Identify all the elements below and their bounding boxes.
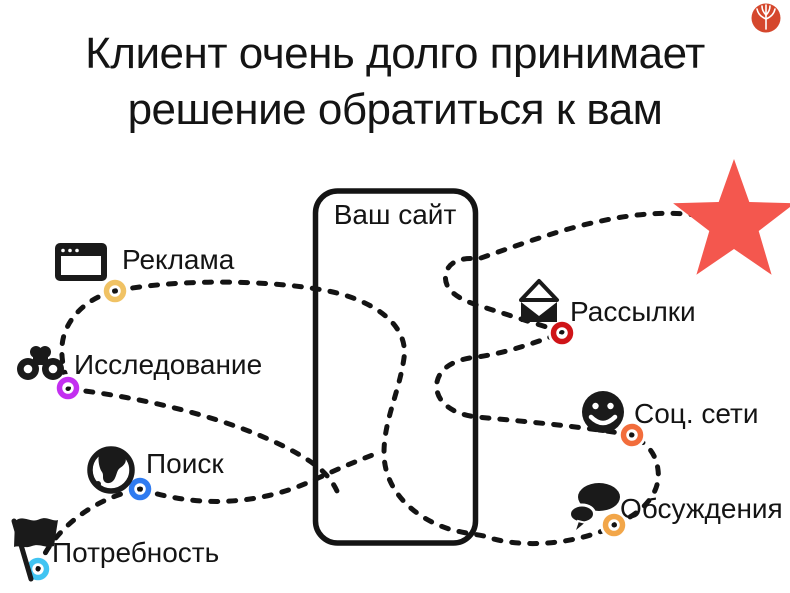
site-box-label: Ваш сайт (334, 199, 457, 230)
slide-title: Клиент очень долго принимает решение обр… (0, 26, 790, 139)
waypoint-dot-ads (103, 279, 127, 303)
waypoint-dot-discussions (602, 513, 626, 537)
label-social: Соц. сети (634, 398, 759, 429)
site-box: Ваш сайт (312, 188, 479, 546)
binoculars-icon (17, 346, 64, 380)
tree-in-circle-icon (751, 3, 781, 33)
label-ads: Реклама (122, 244, 235, 275)
path-social-to-mailings (434, 330, 635, 438)
path-discussions-to-social (611, 433, 661, 528)
smiley-icon (582, 391, 624, 433)
journey-path (35, 210, 704, 572)
waypoint-dot-search (128, 477, 152, 501)
label-mailings: Рассылки (570, 296, 696, 327)
waypoint-dot-social (620, 423, 644, 447)
path-mailings-to-star (442, 210, 704, 335)
label-search: Поиск (146, 448, 224, 479)
slide-title-line2: решение обратиться к вам (127, 85, 663, 135)
browser-window-icon (55, 243, 107, 281)
label-discussions: Обсуждения (620, 493, 783, 524)
chat-bubbles-icon (568, 483, 620, 537)
path-need-to-search (35, 486, 143, 572)
site-box-outline (312, 188, 479, 546)
path-search-into-site (137, 450, 381, 504)
path-ads-research-loop (59, 288, 118, 389)
open-envelope-icon (519, 279, 559, 322)
waypoint-dot-research (56, 376, 80, 400)
flag-icon (11, 518, 58, 582)
label-research: Исследование (74, 349, 262, 380)
path-research-into-site (65, 386, 343, 502)
path-ads-through-site-to-discussions (112, 279, 617, 547)
waypoint-dot-mailings (550, 321, 574, 345)
slide-title-line1: Клиент очень долго принимает (85, 29, 705, 78)
label-need: Потребность (52, 537, 219, 568)
globe-icon (87, 446, 135, 494)
star-goal (673, 159, 790, 275)
